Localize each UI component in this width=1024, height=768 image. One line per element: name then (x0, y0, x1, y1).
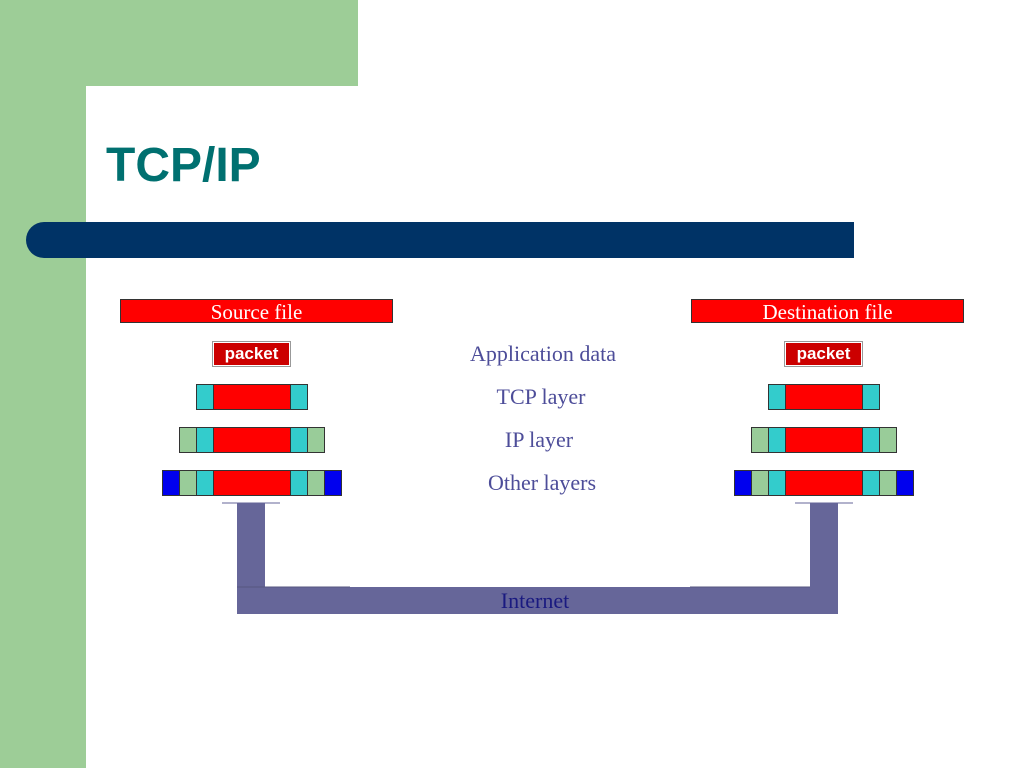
decorative-green-block-left (0, 0, 86, 768)
ip-trailer (879, 427, 897, 453)
ip-trailer (879, 470, 897, 496)
payload (785, 427, 863, 453)
tcp-header (196, 470, 214, 496)
destination-frame (734, 470, 914, 496)
payload (213, 427, 291, 453)
source-frame (162, 470, 342, 496)
tcp-trailer (290, 427, 308, 453)
ip-header (751, 427, 769, 453)
layer-label-other: Other layers (487, 470, 597, 495)
link-header (162, 470, 180, 496)
source-file-box: Source file (120, 299, 393, 324)
ip-header (179, 427, 197, 453)
layer-label-tcp: TCP layer (496, 384, 586, 409)
ip-header (751, 470, 769, 496)
internet-label: Internet (500, 588, 570, 613)
payload (213, 384, 291, 410)
link-trailer (324, 470, 342, 496)
tcp-trailer (290, 384, 308, 410)
ip-trailer (307, 427, 325, 453)
destination-packet: packet (784, 341, 863, 367)
tcp-trailer (290, 470, 308, 496)
destination-ip-packet (751, 427, 897, 453)
ip-trailer (307, 470, 325, 496)
destination-file-box: Destination file (691, 299, 964, 324)
tcp-trailer (862, 427, 880, 453)
slide-title: TCP/IP (106, 139, 261, 192)
tcp-trailer (862, 384, 880, 410)
layer-label-ip: IP layer (504, 427, 574, 452)
tcp-header (768, 427, 786, 453)
source-tcp-segment (196, 384, 308, 410)
title-underline-bar (26, 222, 854, 258)
tcp-header (196, 427, 214, 453)
internet-pipe (237, 503, 838, 614)
payload (213, 470, 291, 496)
tcp-header (196, 384, 214, 410)
source-packet: packet (212, 341, 291, 367)
destination-tcp-segment (768, 384, 880, 410)
link-trailer (896, 470, 914, 496)
tcp-header (768, 470, 786, 496)
tcp-header (768, 384, 786, 410)
layer-label-application: Application data (469, 341, 616, 366)
link-header (734, 470, 752, 496)
tcp-trailer (862, 470, 880, 496)
source-ip-packet (179, 427, 325, 453)
ip-header (179, 470, 197, 496)
payload (785, 470, 863, 496)
payload (785, 384, 863, 410)
